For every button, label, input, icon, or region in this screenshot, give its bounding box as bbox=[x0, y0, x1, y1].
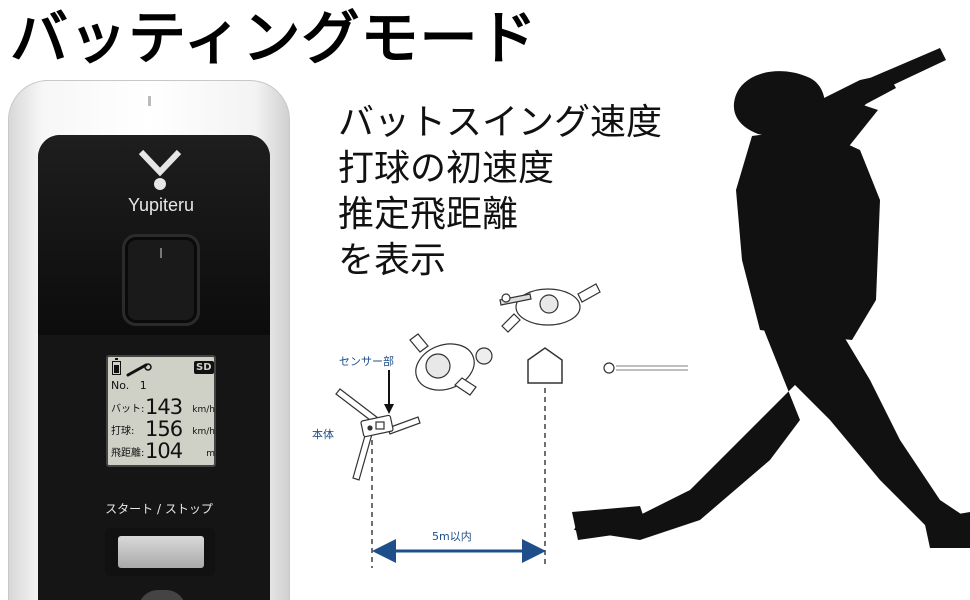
lower-dial bbox=[138, 590, 186, 600]
sd-card-badge: SD bbox=[194, 361, 214, 374]
lcd-row-bat-speed: バット: 143 km/h bbox=[111, 395, 215, 419]
feature-item: バットスイング速度 bbox=[338, 102, 663, 143]
brand-name: Yupiteru bbox=[127, 195, 195, 215]
sensor-label: センサー部 bbox=[339, 355, 394, 368]
start-stop-label: スタート / ストップ bbox=[105, 502, 213, 516]
sensor-pointer-head bbox=[384, 404, 394, 414]
catcher-figure bbox=[409, 333, 493, 396]
feature-item: 打球の初速度 bbox=[338, 148, 555, 189]
lcd-row-distance: 飛距離: 104 m bbox=[111, 439, 215, 463]
lcd-row-label: 飛距離: bbox=[111, 448, 145, 459]
lcd-display: SD No. 1 バット: 143 km/h 打球: 156 km/h 飛距離:… bbox=[106, 355, 216, 467]
home-plate-icon bbox=[527, 347, 563, 384]
tripod-icon bbox=[335, 388, 421, 481]
start-stop-button-face[interactable] bbox=[118, 536, 204, 568]
lcd-row-unit: km/h bbox=[192, 405, 215, 415]
setup-diagram bbox=[335, 283, 688, 568]
lcd-row-label: 打球: bbox=[111, 426, 135, 437]
lcd-row-unit: m bbox=[206, 449, 215, 459]
lcd-row-value: 104 bbox=[145, 439, 183, 463]
battery-icon bbox=[112, 358, 121, 375]
lcd-row-unit: km/h bbox=[192, 427, 215, 437]
lcd-row-ball-speed: 打球: 156 km/h bbox=[111, 417, 215, 441]
record-number-label: No. bbox=[111, 379, 130, 392]
record-number: No. 1 bbox=[111, 379, 147, 392]
body-label: 本体 bbox=[312, 428, 334, 441]
device-notch bbox=[148, 96, 151, 106]
page-title: バッティングモード bbox=[10, 4, 538, 72]
feature-item: 推定飛距離 bbox=[338, 194, 519, 235]
yupiteru-logo-icon bbox=[138, 149, 182, 190]
feature-list: バットスイング速度 打球の初速度 推定飛距離 を表示 bbox=[338, 100, 662, 284]
ball-icon bbox=[603, 362, 615, 374]
sensor-marker bbox=[160, 248, 162, 258]
distance-label: 5m以内 bbox=[432, 530, 472, 543]
baseball-player-silhouette bbox=[572, 48, 970, 548]
lcd-row-value: 143 bbox=[145, 395, 183, 419]
lcd-row-label: バット: bbox=[111, 404, 145, 415]
record-number-value: 1 bbox=[139, 379, 147, 392]
feature-item: を表示 bbox=[338, 240, 447, 281]
batter-figure bbox=[499, 283, 601, 333]
lcd-row-value: 156 bbox=[145, 417, 183, 441]
bat-ball-icon bbox=[126, 363, 152, 377]
